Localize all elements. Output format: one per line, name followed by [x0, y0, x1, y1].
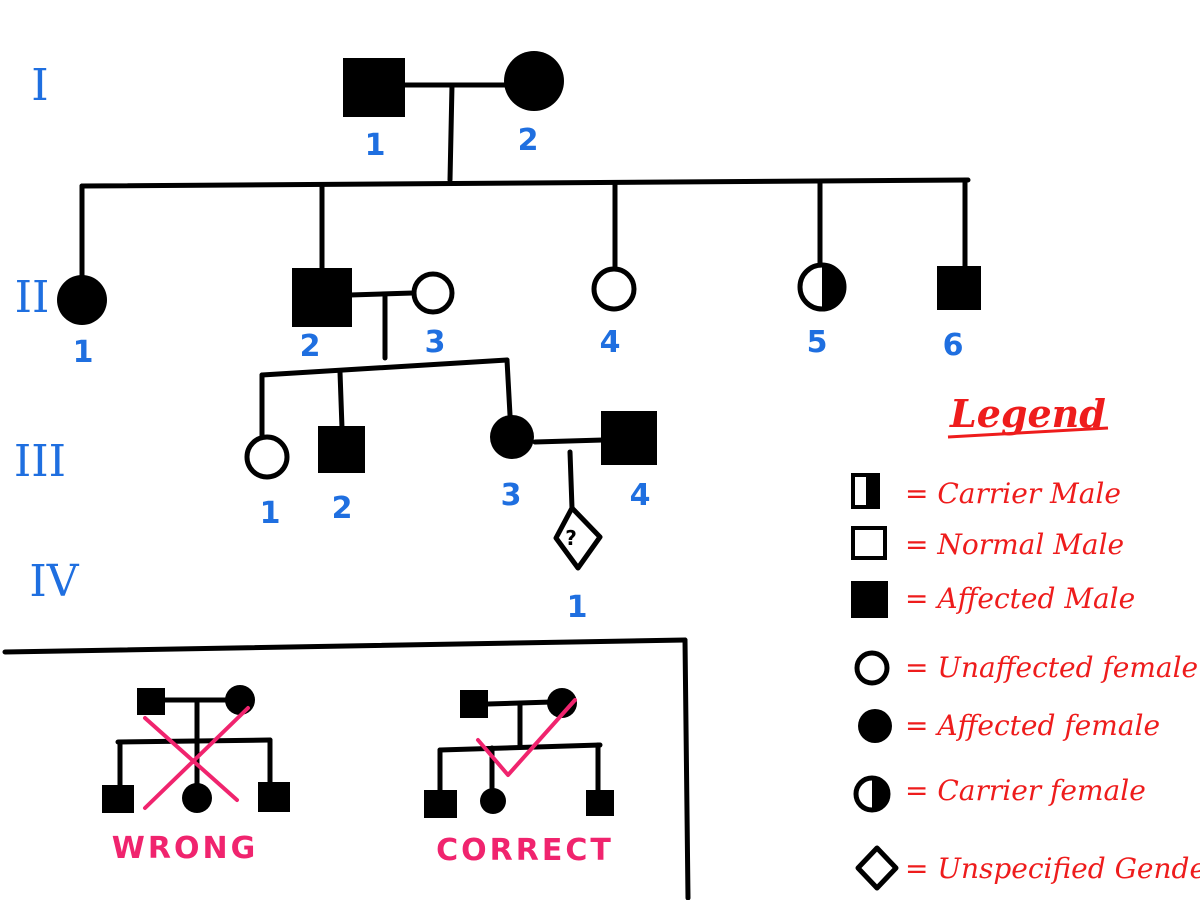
- correct-example-male-parent: [460, 690, 488, 718]
- wrong-example-child-right: [258, 782, 290, 812]
- unspecified-gender-IV-1: [553, 505, 603, 571]
- id-II-2: 2: [300, 329, 321, 364]
- unaffected-female-II-4: [591, 266, 637, 312]
- wrong-example-male-parent: [137, 688, 165, 715]
- wrong-cross-mark: [143, 716, 239, 802]
- id-I-2: 2: [518, 123, 539, 158]
- id-II-3: 3: [425, 325, 446, 360]
- affected-female-III-3: [490, 415, 534, 459]
- id-II-1: 1: [73, 335, 94, 370]
- generation-label-III: III: [14, 436, 66, 487]
- id-I-1: 1: [365, 128, 386, 163]
- id-IV-1: 1: [567, 590, 588, 625]
- generation-label-IV: IV: [29, 556, 79, 607]
- legend-label-carrier-male: = Carrier Male: [905, 477, 1121, 510]
- correct-example-child-left: [424, 790, 457, 818]
- wrong-example-child-left: [102, 785, 134, 813]
- generation-label-I: I: [31, 60, 48, 111]
- carrier-female-icon: [853, 775, 891, 813]
- legend-label-affected-male: = Affected Male: [905, 582, 1135, 615]
- affected-female-I-2: [504, 51, 564, 111]
- affected-male-icon: [851, 581, 888, 618]
- generation-label-II: II: [15, 272, 50, 323]
- affected-male-II-6: [937, 266, 981, 310]
- id-III-2: 2: [332, 491, 353, 526]
- legend-label-unaffected-female: = Unaffected female: [905, 651, 1198, 684]
- unspecified-gender-icon: [855, 845, 899, 891]
- pedigree-lines: [2, 82, 971, 900]
- id-II-6: 6: [943, 328, 964, 363]
- correct-example-female-parent: [547, 688, 577, 718]
- legend-label-unspecified-gender: = Unspecified Gender: [905, 852, 1200, 885]
- carrier-female-II-5: [797, 262, 847, 312]
- wrong-label: WRONG: [112, 831, 258, 866]
- unaffected-female-icon: [854, 650, 890, 686]
- wrong-example: WRONG: [102, 685, 290, 866]
- correct-check-mark: [476, 698, 577, 777]
- affected-male-III-2: [318, 426, 365, 473]
- legend: Legend = Carrier Male = Normal Male = Af…: [851, 391, 1200, 891]
- id-II-4: 4: [600, 325, 621, 360]
- correct-example: CORRECT: [424, 688, 614, 868]
- id-III-1: 1: [260, 496, 281, 531]
- wrong-example-female-parent: [225, 685, 255, 715]
- unaffected-female-III-1: [244, 434, 290, 480]
- correct-label: CORRECT: [436, 833, 614, 868]
- wrong-example-child-middle: [182, 783, 212, 813]
- id-III-4: 4: [630, 478, 651, 513]
- wrong-cross-mark-2: [143, 706, 250, 810]
- correct-example-child-right: [586, 790, 614, 816]
- legend-label-normal-male: = Normal Male: [905, 528, 1124, 561]
- id-III-3: 3: [501, 478, 522, 513]
- id-II-5: 5: [807, 325, 828, 360]
- legend-label-carrier-female: = Carrier female: [905, 774, 1146, 807]
- affected-male-III-4: [601, 411, 657, 465]
- affected-male-II-2: [292, 268, 352, 327]
- carrier-male-icon: [851, 473, 880, 509]
- affected-female-icon: [858, 709, 892, 743]
- unaffected-female-II-3: [411, 271, 455, 315]
- correct-example-child-middle: [480, 788, 506, 814]
- affected-female-II-1: [57, 275, 107, 325]
- affected-male-I-1: [343, 58, 405, 117]
- unknown-mark: ?: [565, 526, 577, 550]
- normal-male-icon: [851, 526, 887, 560]
- legend-label-affected-female: = Affected female: [905, 709, 1160, 742]
